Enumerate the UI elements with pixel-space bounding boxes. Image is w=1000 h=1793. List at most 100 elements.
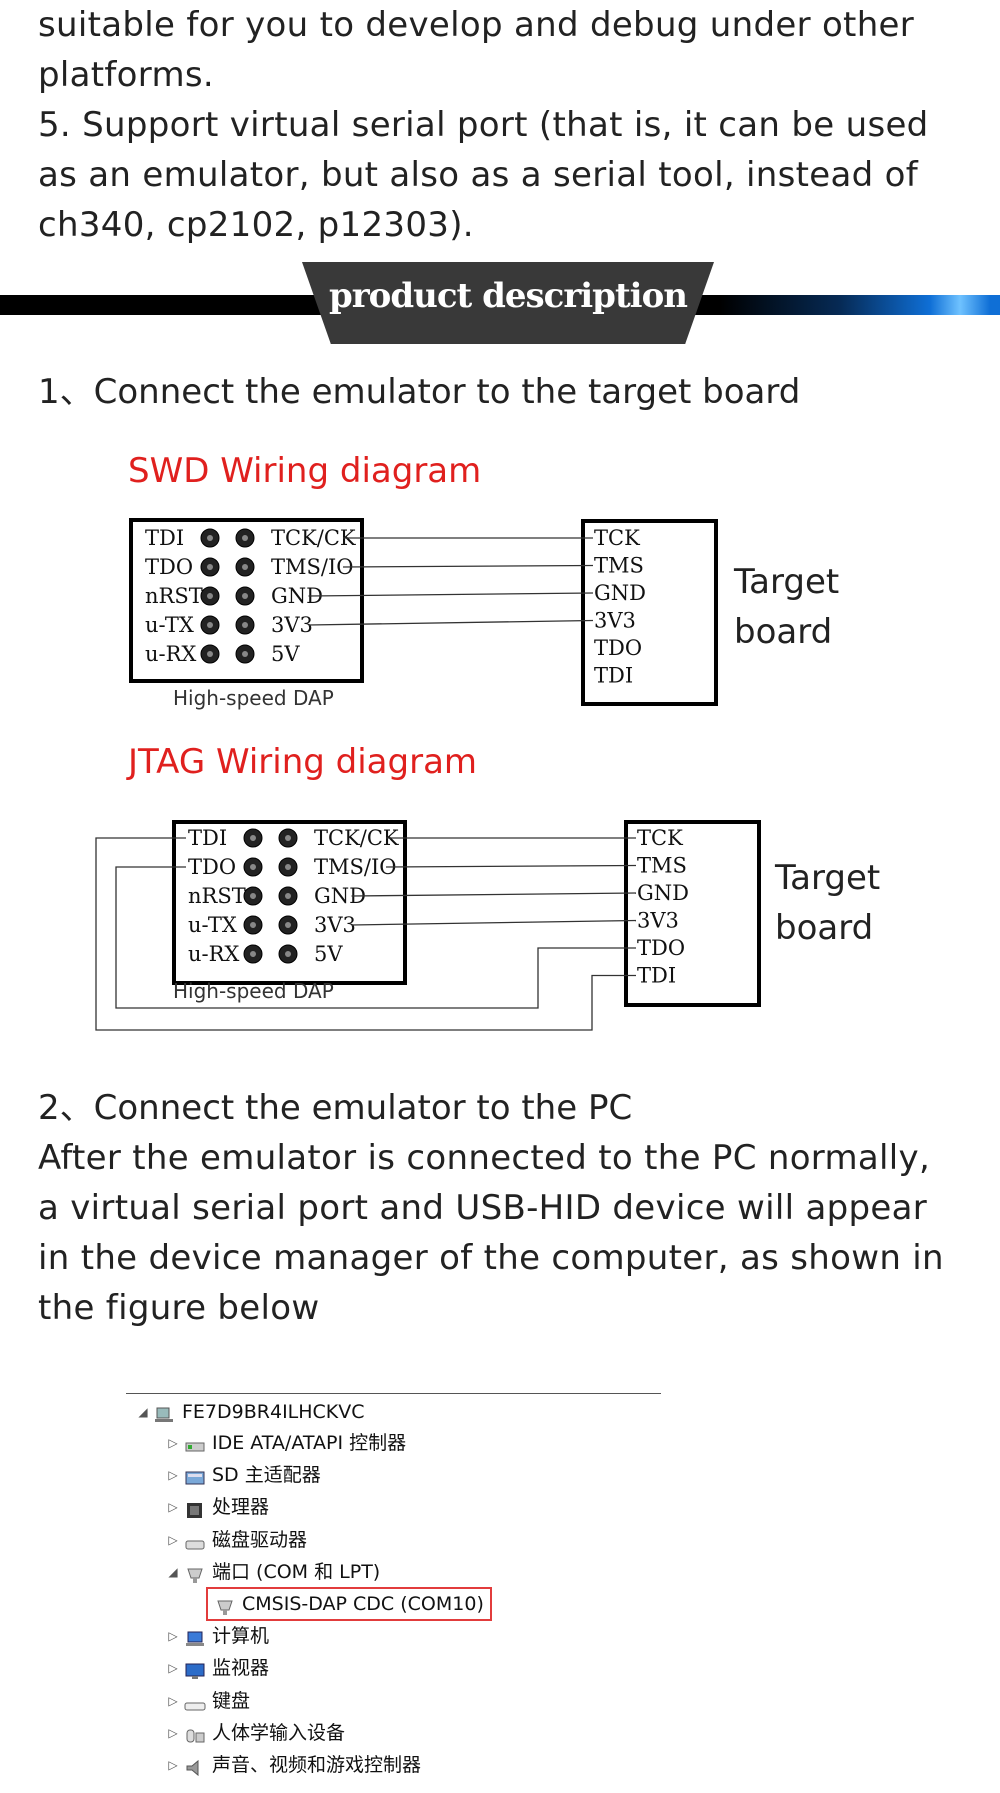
device-tree-item[interactable]: ▷人体学输入设备 [166, 1718, 345, 1748]
jtag-pin-dot-center [250, 864, 256, 870]
expand-arrow-icon[interactable]: ▷ [168, 1725, 178, 1740]
swd-dap-pin-right: 5V [271, 642, 300, 666]
swd-pin-dot-center [242, 593, 248, 599]
device-tree-item-label: CMSIS-DAP CDC (COM10) [242, 1593, 484, 1615]
device-tree-child-item[interactable]: CMSIS-DAP CDC (COM10) [206, 1587, 492, 1621]
selected-device-highlight[interactable]: CMSIS-DAP CDC (COM10) [206, 1587, 492, 1621]
keyboard-icon [184, 1692, 206, 1711]
jtag-dap-pin-right: 5V [314, 942, 343, 966]
jtag-target-pin: TCK [637, 826, 683, 850]
swd-pin-dot-center [207, 622, 213, 628]
swd-wire [342, 564, 594, 568]
swd-target-pin: TCK [594, 526, 640, 550]
swd-target-box [581, 519, 718, 706]
step-2-body-text: After the emulator is connected to the P… [38, 1138, 944, 1328]
jtag-target-pin: TDI [637, 964, 676, 988]
device-tree-item[interactable]: ▷ 处理器 [166, 1492, 269, 1522]
jtag-dap-pin-left: TDI [188, 826, 227, 850]
ide-controller-icon [184, 1434, 206, 1452]
swd-wire [308, 619, 594, 626]
swd-pin-dot-center [207, 593, 213, 599]
swd-dap-pin-left: TDI [145, 526, 184, 550]
swd-target-pin: 3V3 [594, 609, 636, 633]
jtag-diagram-title: JTAG Wiring diagram [128, 742, 478, 782]
expand-arrow-icon[interactable]: ▷ [168, 1532, 178, 1547]
device-tree-root[interactable]: ◢ FE7D9BR4ILHCKVC [136, 1397, 364, 1427]
computer-icon [184, 1627, 206, 1647]
processor-icon [184, 1498, 206, 1519]
speaker-icon [184, 1756, 206, 1777]
jtag-wire [351, 919, 637, 926]
expand-arrow-icon[interactable]: ▷ [168, 1758, 178, 1772]
device-tree-item-label: 磁盘驱动器 [212, 1528, 308, 1551]
jtag-target-pin: GND [637, 881, 689, 905]
jtag-dap-label: High-speed DAP [173, 979, 334, 1003]
jtag-dap-pin-right: 3V3 [314, 913, 356, 937]
expand-arrow-icon[interactable]: ▷ [168, 1436, 178, 1450]
device-tree-item[interactable]: ▷ IDE ATA/ATAPI 控制器 [166, 1428, 406, 1458]
jtag-pin-dot-center [285, 893, 291, 899]
jtag-dap-pin-right: TCK/CK [314, 826, 399, 850]
port-icon [214, 1595, 236, 1615]
swd-target-pin: TDI [594, 664, 633, 688]
swd-dap-pin-right: TMS/IO [271, 555, 353, 579]
jtag-pin-dot-center [250, 893, 256, 899]
collapse-arrow-icon[interactable]: ◢ [168, 1564, 178, 1579]
device-tree-item[interactable]: ▷键盘 [166, 1686, 250, 1716]
swd-dap-pin-right: TCK/CK [271, 526, 356, 550]
jtag-pin-dot-center [285, 835, 291, 841]
banner-title: product description [329, 276, 688, 316]
port-icon [184, 1563, 206, 1583]
device-tree-item-label: 端口 (COM 和 LPT) [212, 1560, 381, 1583]
device-tree-item-label: 声音、视频和游戏控制器 [212, 1754, 422, 1776]
expand-arrow-icon[interactable]: ▷ [168, 1629, 178, 1644]
jtag-target-pin: 3V3 [637, 909, 679, 933]
device-tree-item-label: SD 主适配器 [212, 1464, 321, 1487]
jtag-target-box [624, 820, 761, 1007]
jtag-pin-dot-center [250, 835, 256, 841]
swd-diagram-title: SWD Wiring diagram [128, 451, 482, 491]
jtag-target-pin: TMS [637, 854, 687, 878]
swd-target-label: Target board [734, 562, 840, 652]
swd-dap-pin-left: u-TX [145, 613, 194, 637]
swd-pin-dot-center [207, 535, 213, 541]
expand-arrow-icon[interactable]: ▷ [168, 1661, 178, 1676]
jtag-pin-dot-center [285, 951, 291, 957]
device-tree-item-label: IDE ATA/ATAPI 控制器 [212, 1432, 407, 1454]
intro-line-1: suitable for you to develop and debug un… [38, 5, 915, 95]
jtag-target-pin: TDO [637, 936, 685, 960]
swd-target-pin: TDO [594, 636, 642, 660]
expand-arrow-icon[interactable]: ▷ [168, 1468, 178, 1483]
swd-dap-pin-left: TDO [145, 555, 193, 579]
device-tree-item[interactable]: ▷ 声音、视频和游戏控制器 [166, 1750, 421, 1780]
device-tree-item[interactable]: ◢ 端口 (COM 和 LPT) [166, 1557, 380, 1587]
expand-arrow-icon[interactable]: ▷ [168, 1500, 178, 1515]
intro-text: suitable for you to develop and debug un… [38, 0, 938, 250]
device-tree-item[interactable]: ▷ 磁盘驱动器 [166, 1525, 307, 1555]
swd-target-pin: GND [594, 581, 646, 605]
expand-arrow-icon[interactable]: ▷ [168, 1693, 178, 1708]
collapse-arrow-icon[interactable]: ◢ [138, 1405, 148, 1419]
computer-tree-icon [154, 1403, 176, 1422]
swd-dap-pin-right: 3V3 [271, 613, 313, 637]
step-2-title: 2、Connect the emulator to the PC [38, 1088, 633, 1128]
swd-pin-dot-center [207, 564, 213, 570]
jtag-dap-pin-left: nRST [188, 884, 246, 908]
jtag-target-label: Target board [775, 858, 881, 948]
jtag-dap-pin-left: TDO [188, 855, 236, 879]
swd-dap-pin-left: nRST [145, 584, 203, 608]
swd-target-pin: TMS [594, 554, 644, 578]
swd-pin-dot-center [207, 651, 213, 657]
swd-pin-dot-center [242, 535, 248, 541]
device-tree-item[interactable]: ▷计算机 [166, 1621, 269, 1651]
jtag-wire-tdo [115, 866, 636, 1009]
step-2-body: After the emulator is connected to the P… [38, 1133, 958, 1333]
section-banner: product description [0, 262, 1000, 344]
swd-pin-dot-center [242, 622, 248, 628]
swd-pin-dot-center [242, 651, 248, 657]
swd-wire [308, 592, 594, 597]
device-tree-item[interactable]: ▷ SD 主适配器 [166, 1460, 321, 1490]
device-tree-item[interactable]: ▷监视器 [166, 1653, 269, 1683]
device-tree-item-label: 处理器 [212, 1496, 270, 1519]
